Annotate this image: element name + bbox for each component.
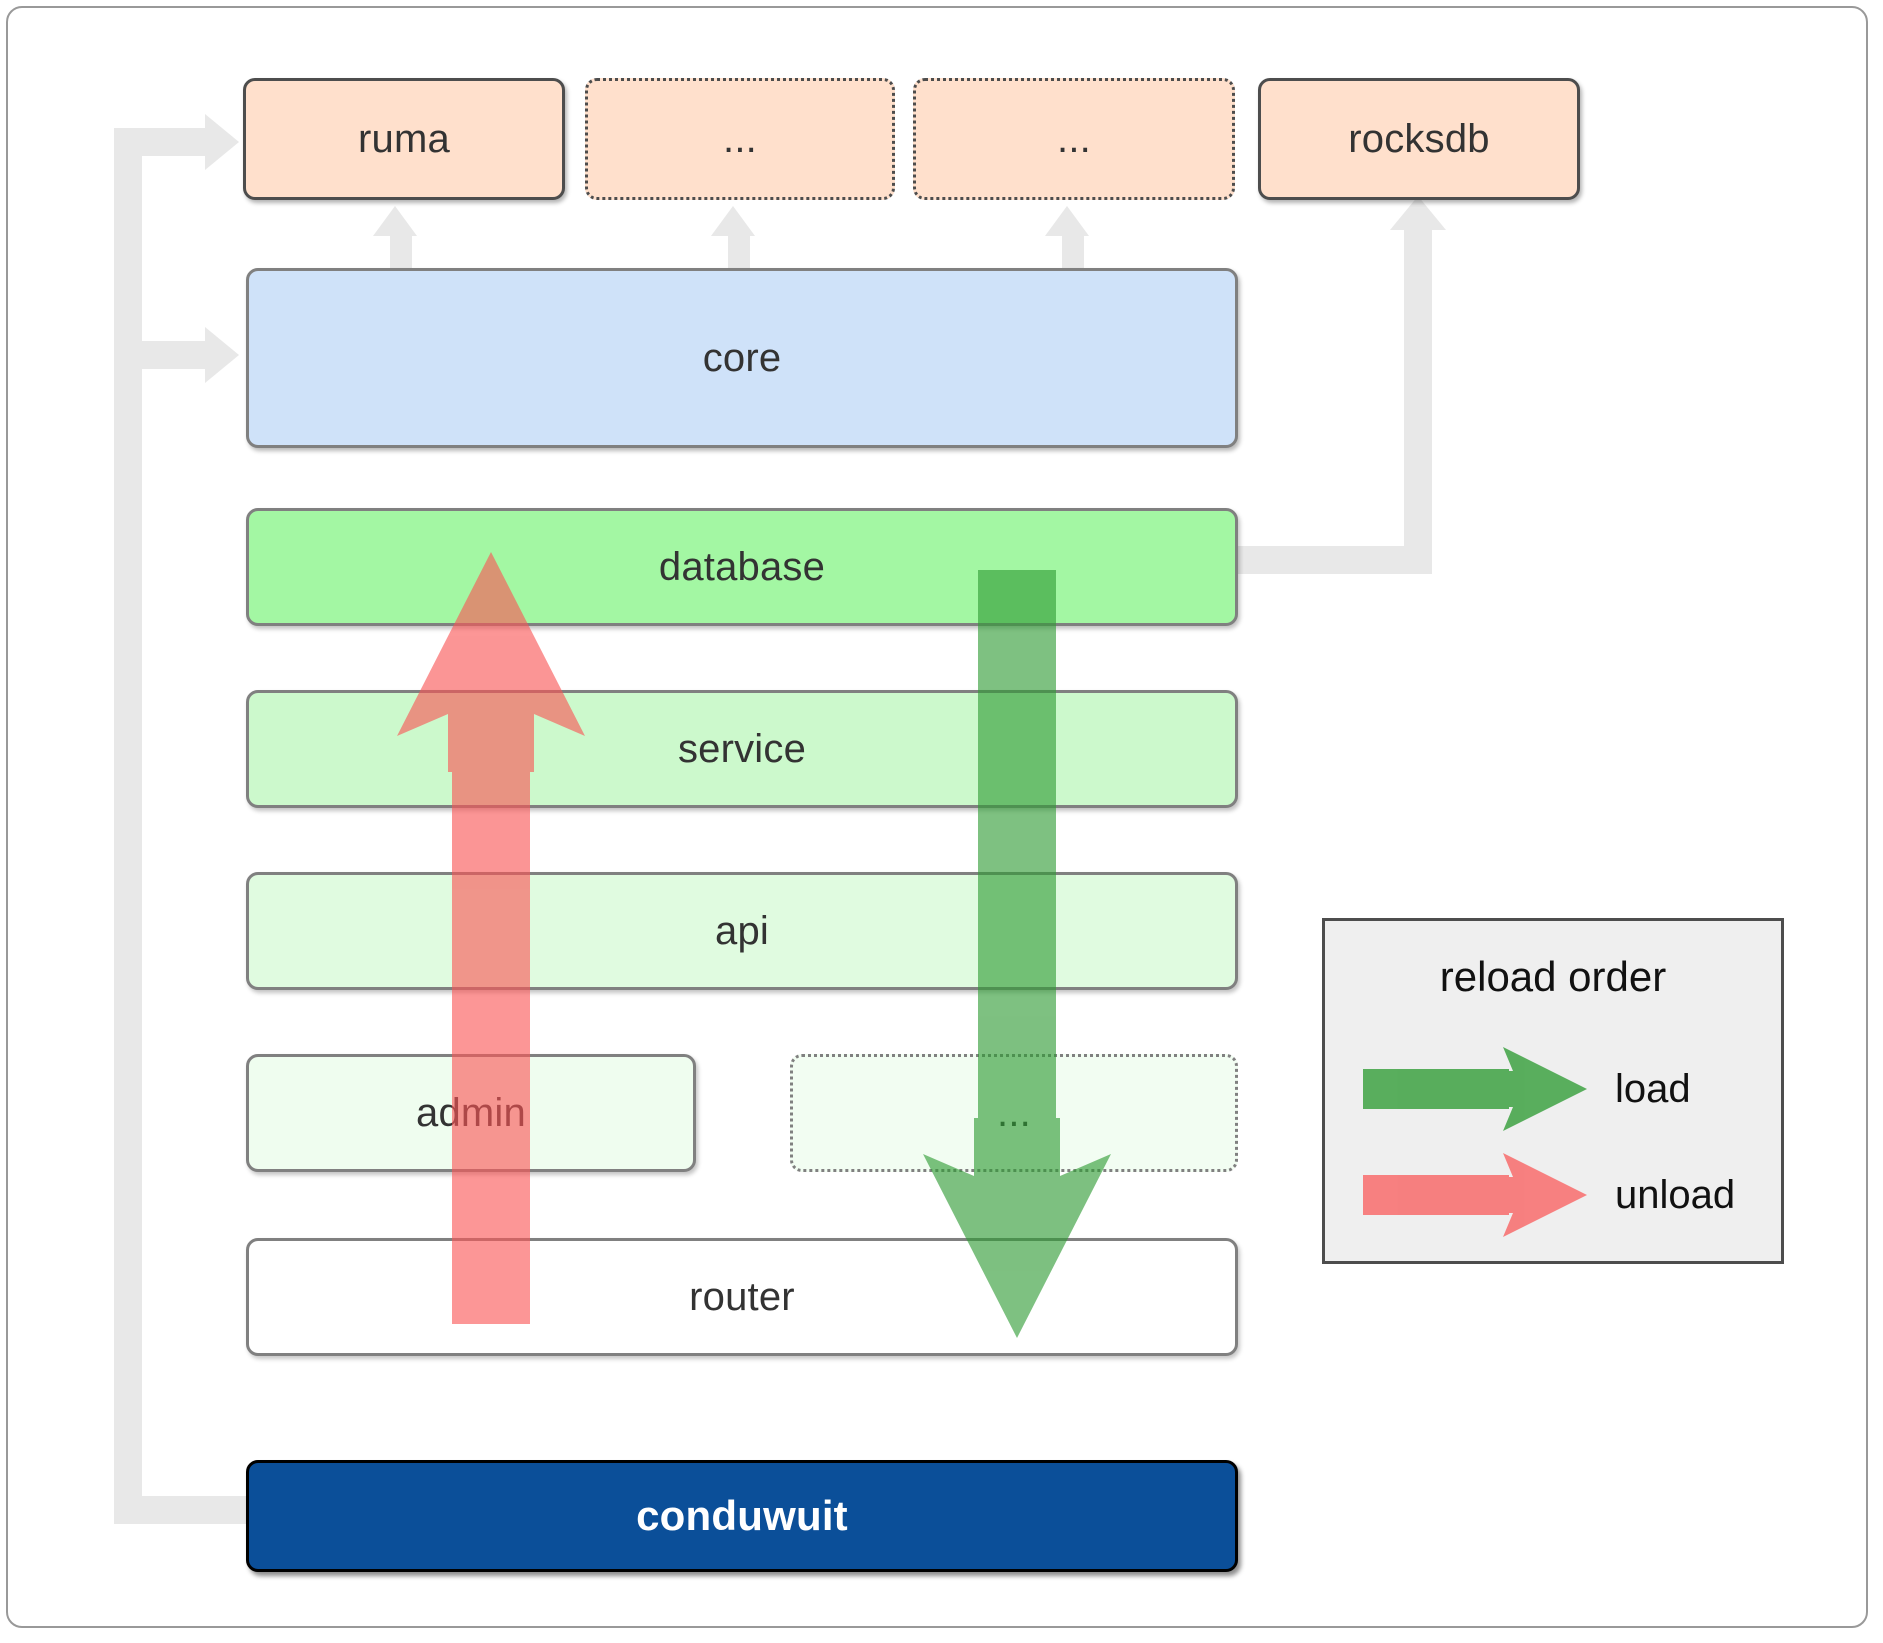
connector-spine-vertical	[114, 128, 142, 1524]
node-database[interactable]: database	[246, 508, 1238, 626]
legend-reload-order: reload order load	[1322, 918, 1784, 1264]
legend-title: reload order	[1439, 953, 1667, 1000]
node-router-label: router	[689, 1274, 795, 1319]
connector-core-to-dep2-stem	[728, 232, 750, 276]
connector-core-to-ruma-arrowhead	[373, 206, 417, 236]
connector-core-to-dep3-stem	[1062, 232, 1084, 276]
node-service-label: service	[677, 726, 807, 771]
connector-to-ruma-arrowhead	[205, 114, 239, 170]
connector-to-ruma-stem	[114, 128, 214, 156]
legend-unload-arrow-icon	[1363, 1153, 1587, 1237]
node-database-label: database	[658, 544, 826, 589]
legend-load-label: load	[1615, 1066, 1691, 1111]
node-rocksdb-label: rocksdb	[1348, 116, 1490, 161]
legend-load-arrow-icon	[1363, 1047, 1587, 1131]
node-admin[interactable]: admin	[246, 1054, 696, 1172]
node-dep-3[interactable]: ...	[913, 78, 1235, 200]
connector-to-conduwuit	[114, 1496, 252, 1524]
connector-to-core-arrowhead	[205, 327, 239, 383]
node-ruma[interactable]: ruma	[243, 78, 565, 200]
node-core[interactable]: core	[246, 268, 1238, 448]
diagram-outer-frame	[6, 6, 1868, 1628]
node-dep-2[interactable]: ...	[585, 78, 895, 200]
connector-database-to-rocksdb-vertical	[1404, 222, 1432, 574]
legend-item-load: load	[1325, 1043, 1781, 1135]
node-conduwuit[interactable]: conduwuit	[246, 1460, 1238, 1572]
node-rocksdb[interactable]: rocksdb	[1258, 78, 1580, 200]
node-core-label: core	[702, 335, 782, 380]
connector-core-to-ruma-stem	[390, 232, 412, 276]
connector-core-to-dep3-arrowhead	[1045, 206, 1089, 236]
node-ruma-label: ruma	[358, 116, 450, 161]
node-api[interactable]: api	[246, 872, 1238, 990]
node-service[interactable]: service	[246, 690, 1238, 808]
node-router[interactable]: router	[246, 1238, 1238, 1356]
connector-database-to-rocksdb-horizontal	[1232, 546, 1418, 574]
node-conduwuit-label: conduwuit	[636, 1492, 848, 1539]
connector-core-to-dep2-arrowhead	[711, 206, 755, 236]
node-dep-2-label: ...	[723, 116, 757, 161]
node-admin-label: admin	[416, 1090, 526, 1135]
node-dep-3-label: ...	[1057, 116, 1091, 161]
node-more-label: ...	[997, 1090, 1031, 1135]
legend-unload-label: unload	[1615, 1172, 1736, 1217]
legend-item-unload: unload	[1325, 1149, 1781, 1241]
connector-to-core-stem	[114, 341, 214, 369]
connector-database-to-rocksdb-arrowhead	[1390, 196, 1446, 230]
node-more[interactable]: ...	[790, 1054, 1238, 1172]
node-api-label: api	[715, 908, 769, 953]
